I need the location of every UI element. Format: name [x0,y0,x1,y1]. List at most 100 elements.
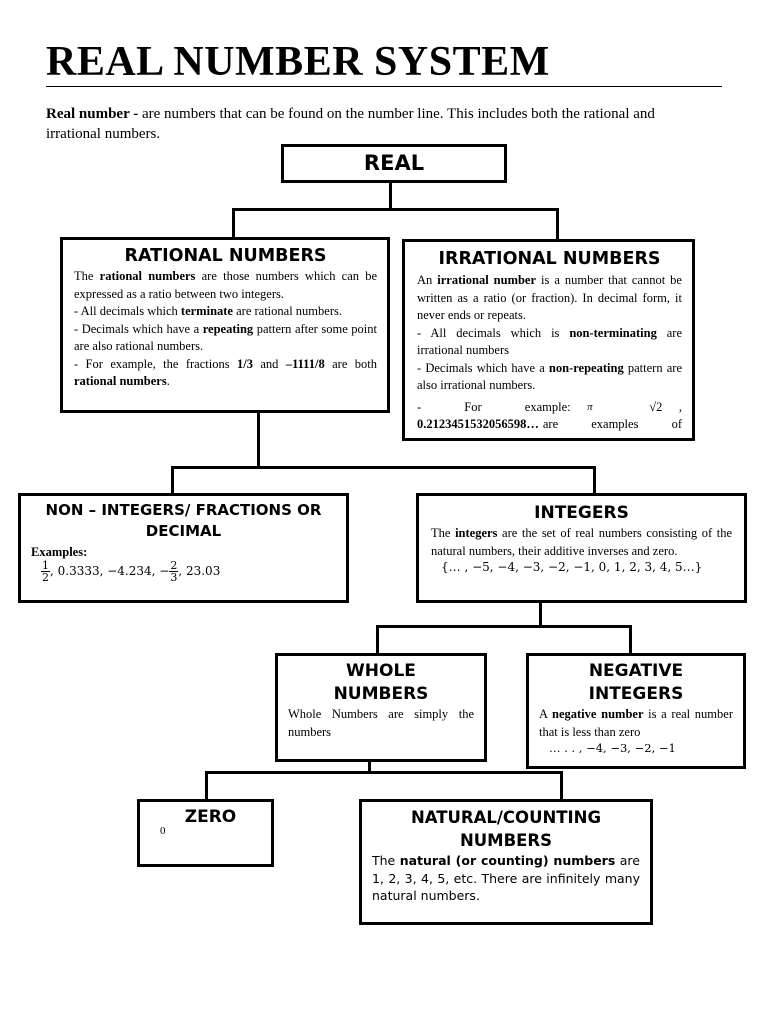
text-bold: non-repeating [548,360,624,375]
integers-heading: INTEGERS [534,503,629,523]
text: are irrational numbers [417,325,682,358]
text: - For example: [417,399,571,414]
rational-p4: - For example, the fractions 1/3 and –11… [74,356,377,391]
real-heading: REAL [363,151,425,175]
rational-p3: - Decimals which have a repeating patter… [74,321,377,356]
text: , 0.3333, −4.234, − [50,564,170,578]
text-bold: natural (or counting) numbers [399,853,616,868]
negative-integers-heading: NEGATIVE INTEGERS [588,661,684,704]
intro-text: are numbers that can be found on the num… [46,106,655,142]
natural-numbers-heading: NATURAL/COUNTING NUMBERS [410,808,602,850]
rational-p1: The rational numbers are those numbers w… [74,268,377,303]
irrational-p4: - For example: π √2, [417,399,682,417]
whole-numbers-heading: WHOLE NUMBERS [333,661,429,704]
text-bold: –1111/8 [285,356,325,371]
negative-list: … . . , −4, −3, −2, −1 [549,741,676,755]
connector [629,625,632,655]
text: are those numbers which can be expressed… [74,269,378,301]
non-integers-heading: NON – INTEGERS/ FRACTIONS OR DECIMAL [45,501,322,540]
text: are 1, 2, 3, 4, 5, etc. There are infini… [372,853,640,903]
text-bold: negative number [552,707,644,721]
denominator: 2 [42,571,49,584]
text: - Decimals which have a [417,360,549,375]
text: An [417,273,438,287]
sqrt2-symbol: √2 [649,399,663,414]
connector [560,771,563,801]
text: are both [324,356,377,371]
text: - All decimals which is [417,325,570,340]
whole-numbers-text: Whole Numbers are simply the numbers [288,707,474,739]
text: is a number that cannot be written as a … [417,273,682,322]
page-title: REAL NUMBER SYSTEM [46,39,550,85]
connector [232,208,559,211]
connector [205,771,563,774]
text: pattern are also irrational numbers. [417,360,683,393]
text-bold: rational numbers [99,269,196,283]
irrational-p5: 0.2123451532056598… are examples of [417,416,682,434]
text: The [74,269,100,283]
connector [171,466,596,469]
numerator: 2 [169,559,179,572]
connector [368,760,371,774]
connector [257,411,260,469]
zero-heading: ZERO [184,807,237,827]
examples-label: Examples: [31,545,88,559]
text: . [166,374,170,388]
text: - All decimals which [74,304,181,318]
connector [539,601,542,628]
text: - For example, the fractions [74,356,237,371]
natural-numbers-box: NATURAL/COUNTING NUMBERS The natural (or… [359,799,653,925]
intro-paragraph: Real number - are numbers that can be fo… [46,104,686,144]
pi-symbol: π [587,400,593,413]
text: are rational numbers. [232,304,342,318]
connector [556,208,559,241]
text: , 23.03 [178,564,221,578]
integers-p1: The integers are the set of real numbers… [431,525,732,560]
text: are examples of [542,417,682,431]
negative-integers-box: NEGATIVE INTEGERS A negative number is a… [526,653,746,769]
text-bold: rational numbers [74,374,167,388]
irrational-p2: - All decimals which is non-terminating … [417,325,682,360]
text: The [372,853,400,868]
text: pattern after some point are also ration… [74,321,377,354]
text: and [252,356,286,371]
text-bold: repeating [202,321,254,336]
text: - Decimals which have a [74,321,203,336]
intro-term: Real number - [46,106,139,122]
natural-p1: The natural (or counting) numbers are 1,… [372,852,640,905]
connector [171,466,174,495]
title-underline [46,86,722,87]
irrational-p1: An irrational number is a number that ca… [417,272,682,325]
whole-numbers-box: WHOLE NUMBERS Whole Numbers are simply t… [275,653,487,762]
denominator: 3 [170,571,178,584]
numerator: 1 [41,559,50,572]
text-bold: non-terminating [569,325,657,340]
zero-box: ZERO 0 [137,799,274,867]
text-bold: irrational number [437,273,537,287]
zero-value: 0 [160,825,166,837]
connector [376,625,632,628]
real-box: REAL [281,144,507,183]
text-bold: terminate [180,304,233,318]
negative-p1: A negative number is a real number that … [539,706,733,741]
text-bold: integers [455,526,498,540]
text: A [539,707,553,721]
text-bold: 1/3 [236,356,253,371]
rational-heading: RATIONAL NUMBERS [124,246,327,266]
text: are the set of real numbers consisting o… [431,526,732,558]
connector [593,466,596,495]
connector [376,625,379,655]
text: is a real number that is less than zero [539,707,733,739]
connector [389,182,392,211]
rational-box: RATIONAL NUMBERS The rational numbers ar… [60,237,390,413]
text-bold: 0.2123451532056598… [417,417,539,431]
non-integers-box: NON – INTEGERS/ FRACTIONS OR DECIMAL Exa… [18,493,349,603]
integers-box: INTEGERS The integers are the set of rea… [416,493,747,603]
irrational-p3: - Decimals which have a non-repeating pa… [417,360,682,395]
rational-p2: - All decimals which terminate are ratio… [74,303,377,321]
comma: , [678,399,682,414]
